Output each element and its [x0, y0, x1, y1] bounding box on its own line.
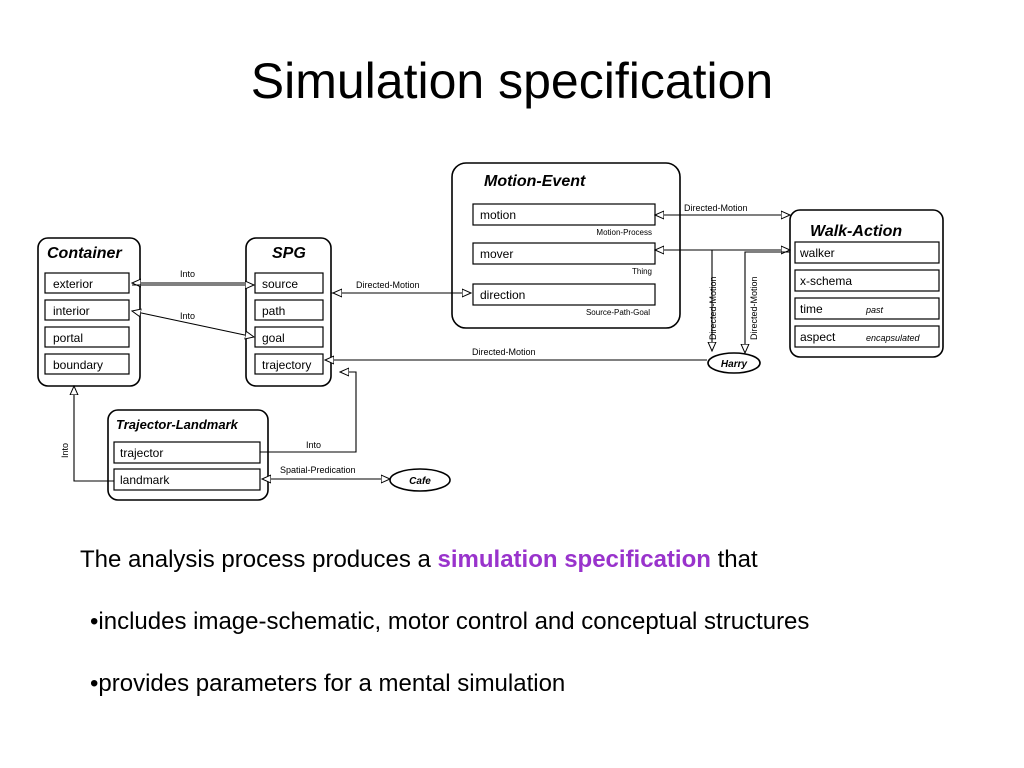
container-title: Container	[47, 245, 122, 262]
container-slot-exterior: exterior	[53, 277, 93, 291]
trajector-landmark-slot-box	[113, 468, 261, 491]
edge-label-directed-motion-spg: Directed-Motion	[356, 280, 420, 290]
container-slot-box	[44, 272, 130, 294]
container-slot-box	[44, 353, 130, 375]
spg-slot-source: source	[262, 277, 298, 291]
edge-label-into-trajector: Into	[306, 440, 321, 450]
schema-diagram: Container exterior interior portal bound…	[37, 162, 944, 501]
intro-line: The analysis process produces a simulati…	[80, 546, 758, 574]
edge-interior-goal	[132, 311, 254, 337]
container-slot-box	[44, 299, 130, 321]
edge-label-directed-motion-walk: Directed-Motion	[684, 203, 748, 213]
spg-slot-goal: goal	[262, 331, 285, 345]
walk-action-slot-box	[794, 269, 940, 292]
walk-action-slot-time: time	[800, 302, 823, 316]
spg-schema: SPG source path goal trajectory	[245, 237, 332, 387]
walk-action-slot-box	[794, 241, 940, 264]
motion-event-slot-mover: mover	[480, 247, 513, 261]
spg-slot-box	[254, 272, 324, 294]
trajector-landmark-slot-landmark: landmark	[120, 473, 170, 487]
intro-highlight: simulation specification	[437, 546, 711, 573]
walk-action-value-aspect: encapsulated	[866, 333, 921, 343]
trajector-landmark-schema: Trajector-Landmark trajector landmark	[107, 409, 269, 501]
intro-before: The analysis process produces a	[80, 546, 438, 573]
bullet-item: •provides parameters for a mental simula…	[90, 670, 566, 697]
edge-label-directed-motion-trajectory: Directed-Motion	[472, 347, 536, 357]
edge-label-spatial-predication: Spatial-Predication	[280, 465, 356, 475]
cafe-label: Cafe	[409, 476, 431, 487]
walk-action-schema: Walk-Action walker x-schema time past as…	[789, 209, 944, 358]
container-slot-boundary: boundary	[53, 358, 103, 372]
cafe-entity: Cafe	[389, 468, 451, 492]
walk-action-slot-box	[794, 325, 940, 348]
container-slot-portal: portal	[53, 331, 83, 345]
intro-after: that	[710, 546, 758, 573]
trajector-landmark-slot-trajector: trajector	[120, 446, 163, 460]
harry-label: Harry	[721, 359, 748, 370]
spg-slot-trajectory: trajectory	[262, 358, 311, 372]
motion-event-slot-box	[472, 283, 656, 306]
edge-label-into-interior: Into	[180, 311, 195, 321]
walk-action-slot-aspect: aspect	[800, 330, 836, 344]
edge-trajector-trajectory	[260, 372, 357, 453]
spg-slot-box	[254, 353, 324, 375]
harry-entity: Harry	[707, 352, 761, 374]
trajector-landmark-title: Trajector-Landmark	[116, 417, 239, 432]
motion-event-slot-direction: direction	[480, 288, 525, 302]
edge-label-into-exterior: Into	[180, 269, 195, 279]
walk-action-slot-x-schema: x-schema	[800, 274, 852, 288]
harry-ellipse	[707, 352, 761, 374]
walk-action-slot-box	[794, 297, 940, 320]
slide-title: Simulation specification	[250, 53, 774, 109]
motion-event-type-direction: Source-Path-Goal	[586, 308, 650, 317]
motion-event-type-motion: Motion-Process	[596, 228, 652, 237]
container-schema: Container exterior interior portal bound…	[37, 237, 141, 387]
motion-event-type-mover: Thing	[632, 267, 652, 276]
walk-action-value-time: past	[865, 305, 884, 315]
container-slot-box	[44, 326, 130, 348]
spg-title: SPG	[272, 245, 306, 262]
edge-walker-harry	[745, 251, 790, 353]
edge-label-directed-motion-mover-harry: Directed-Motion	[708, 276, 718, 340]
spg-slot-path: path	[262, 304, 285, 318]
edge-label-directed-motion-walker-harry: Directed-Motion	[749, 276, 759, 340]
walk-action-title: Walk-Action	[810, 223, 902, 240]
edge-label-into-landmark: Into	[60, 443, 70, 458]
container-slot-interior: interior	[53, 304, 90, 318]
motion-event-slot-motion: motion	[480, 208, 516, 222]
walk-action-slot-walker: walker	[799, 246, 835, 260]
edge-landmark-container	[74, 386, 114, 482]
motion-event-schema: Motion-Event motion Motion-Process mover…	[451, 162, 681, 329]
bullet-item: •includes image-schematic, motor control…	[90, 608, 810, 635]
motion-event-title: Motion-Event	[484, 173, 586, 190]
